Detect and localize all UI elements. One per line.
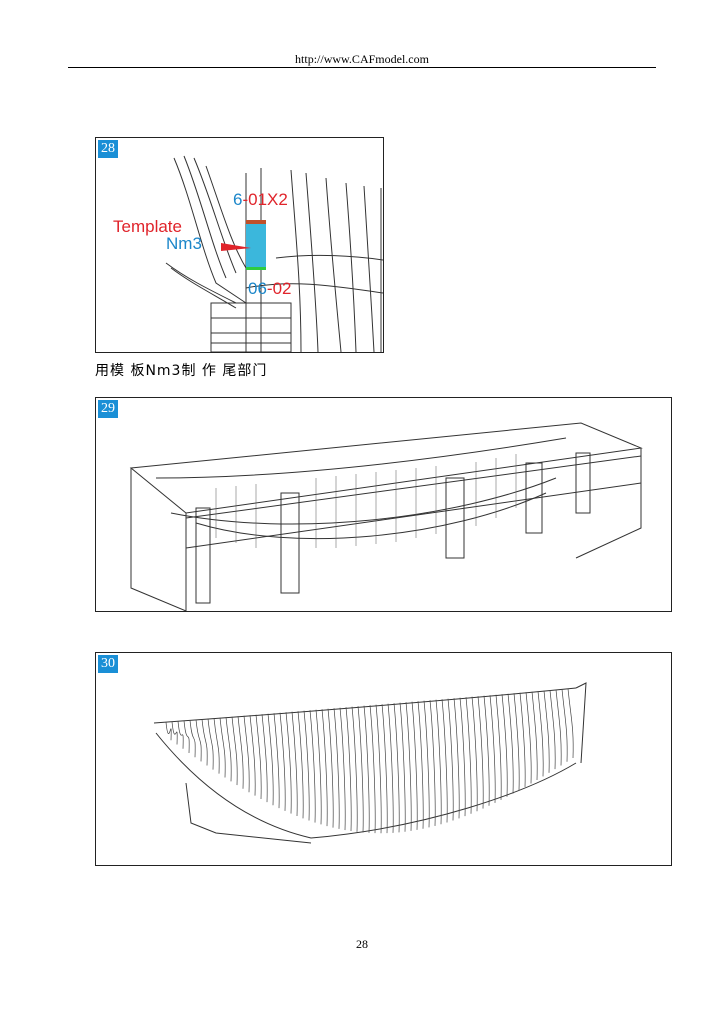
frame-rib bbox=[513, 693, 520, 791]
frame-rib bbox=[363, 705, 370, 833]
frame-rib bbox=[243, 715, 250, 793]
frame-rib bbox=[183, 720, 190, 754]
part-prefix: 06 bbox=[248, 279, 267, 298]
frame-rib bbox=[303, 710, 310, 821]
frame-rib bbox=[387, 703, 394, 833]
frame-rib bbox=[477, 696, 484, 809]
hull-on-building-board-illustration bbox=[129, 422, 643, 611]
figure-number: 30 bbox=[98, 655, 118, 673]
frame-rib bbox=[375, 704, 382, 834]
frame-rib bbox=[435, 699, 442, 825]
frame-rib bbox=[231, 716, 238, 786]
frame-rib bbox=[519, 692, 526, 787]
frame-rib bbox=[195, 719, 202, 762]
part-suffix: -01X2 bbox=[242, 190, 288, 209]
frame-rib bbox=[483, 695, 490, 806]
frame-rib bbox=[453, 698, 460, 819]
frame-rib bbox=[507, 693, 514, 794]
figure-number: 29 bbox=[98, 400, 118, 418]
frame-rib bbox=[219, 717, 226, 778]
header-divider bbox=[68, 67, 656, 68]
frame-rib bbox=[531, 691, 538, 781]
part-prefix: 6 bbox=[233, 190, 243, 209]
part-label-6-01x2: 6-01X2 bbox=[233, 191, 288, 209]
frame-rib bbox=[261, 714, 268, 803]
frame-rib bbox=[423, 700, 430, 828]
frame-rib bbox=[285, 712, 292, 814]
frame-rib bbox=[459, 697, 466, 817]
frame-rib bbox=[225, 717, 232, 782]
frame-rib bbox=[255, 714, 262, 799]
figure-29: 29 bbox=[95, 397, 672, 612]
frame-rib bbox=[267, 713, 274, 806]
part-label-06-02: 06-02 bbox=[248, 280, 292, 298]
frame-rib bbox=[369, 705, 376, 834]
frame-rib bbox=[537, 691, 544, 777]
frame-rib bbox=[429, 700, 436, 826]
frame-rib bbox=[525, 692, 532, 784]
frame-rib bbox=[177, 721, 184, 749]
frame-rib bbox=[315, 709, 322, 825]
frame-rib bbox=[549, 690, 556, 770]
figure-number: 28 bbox=[98, 140, 118, 158]
figure-28-caption: 用模 板Nm3制 作 尾部门 bbox=[95, 363, 268, 379]
frame-rib bbox=[333, 708, 340, 829]
header-url[interactable]: http://www.CAFmodel.com bbox=[295, 52, 429, 66]
figure-30: 30 bbox=[95, 652, 672, 866]
frame-rib bbox=[381, 704, 388, 834]
frame-rib bbox=[567, 688, 574, 759]
frame-rib bbox=[279, 712, 286, 811]
frame-rib bbox=[339, 707, 346, 831]
frame-rib bbox=[273, 713, 280, 809]
part-suffix: -02 bbox=[266, 279, 292, 298]
frame-rib bbox=[171, 721, 178, 745]
frame-rib bbox=[441, 699, 448, 823]
frame-rib bbox=[411, 701, 418, 830]
frame-rib bbox=[213, 718, 220, 774]
frame-rib bbox=[495, 694, 502, 800]
frame-rib bbox=[321, 709, 328, 827]
frame-rib bbox=[165, 722, 172, 741]
frame-rib bbox=[237, 716, 244, 789]
frame-rib bbox=[561, 689, 568, 762]
figure-28: 28 6-01X2 Template Nm3 06-02 bbox=[95, 137, 384, 353]
frame-rib bbox=[405, 702, 412, 831]
page-number: 28 bbox=[356, 937, 368, 951]
frame-rib bbox=[501, 694, 508, 797]
frame-rib bbox=[393, 703, 400, 833]
template-name-label: Nm3 bbox=[166, 234, 202, 253]
frame-rib bbox=[357, 706, 364, 833]
frame-rib bbox=[399, 702, 406, 832]
frame-rib bbox=[249, 715, 256, 796]
frame-rib bbox=[489, 695, 496, 803]
frame-rib bbox=[189, 720, 196, 758]
frame-rib bbox=[201, 719, 208, 766]
stern-frames-illustration bbox=[165, 155, 383, 352]
frame-rib bbox=[471, 696, 478, 812]
template-label: Template bbox=[113, 217, 182, 236]
frame-rib bbox=[297, 711, 304, 819]
frame-rib bbox=[291, 711, 298, 817]
frame-rib bbox=[465, 697, 472, 814]
frame-rib bbox=[207, 718, 214, 770]
frame-rib bbox=[345, 707, 352, 832]
frame-rib bbox=[543, 690, 550, 773]
completed-hull-frames-illustration bbox=[153, 682, 587, 844]
frame-rib bbox=[351, 706, 358, 832]
frame-rib bbox=[417, 701, 424, 829]
frame-rib bbox=[327, 708, 334, 828]
frame-rib bbox=[555, 689, 562, 766]
frame-rib bbox=[447, 698, 454, 821]
frame-rib bbox=[309, 710, 316, 823]
